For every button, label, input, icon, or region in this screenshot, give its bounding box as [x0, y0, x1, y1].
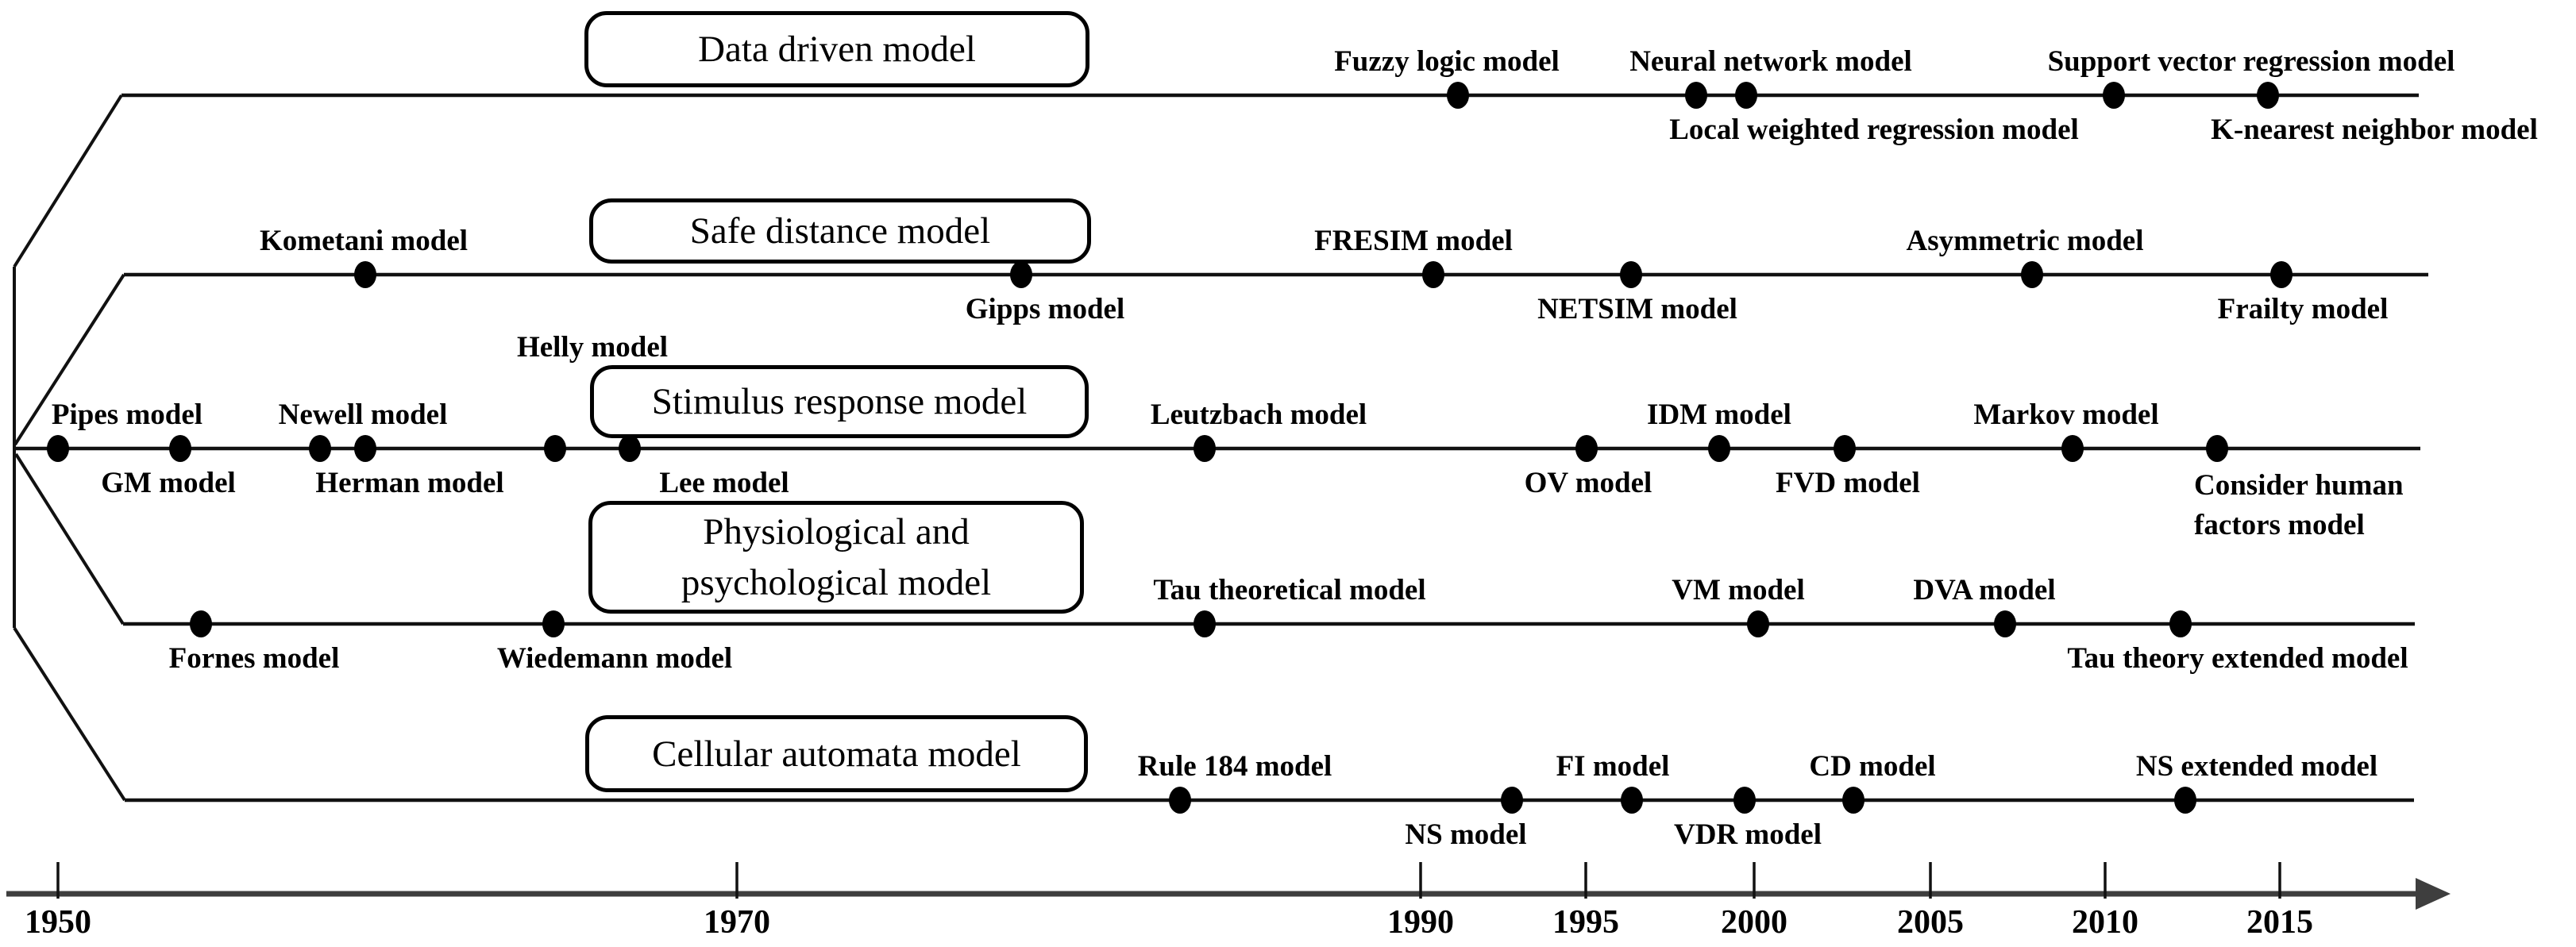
lee-model-label: Lee model [659, 467, 789, 499]
support-vector-regression-model-label: Support vector regression model [2047, 45, 2455, 78]
leutzbach-model-dot [1194, 435, 1216, 462]
frailty-model-label: Frailty model [2217, 293, 2389, 325]
gm-model-label: GM model [101, 467, 236, 499]
vm-model-dot [1747, 610, 1769, 637]
herman-model-dot [354, 435, 376, 462]
physiological-psychological-box-label-line: Physiological and [703, 511, 970, 552]
fi-model-dot [1621, 787, 1643, 814]
markov-model-dot [2061, 435, 2084, 462]
stimulus-response-box: Stimulus response model [590, 365, 1089, 438]
axis-year-2010: 2010 [2072, 904, 2138, 941]
dva-model-label: DVA model [1913, 574, 2056, 606]
pipes-model-dot [47, 435, 69, 462]
local-weighted-regression-model-dot [1735, 82, 1757, 109]
physiological-psychological-box-label-line: psychological model [681, 562, 992, 603]
consider-human-factors-model-dot [2206, 435, 2228, 462]
ns-model-dot [1501, 787, 1523, 814]
frailty-model-dot [2270, 261, 2293, 288]
gm-model-dot [169, 435, 191, 462]
kometani-model-label: Kometani model [259, 225, 469, 257]
physiological-psychological-box: Physiological and psychological model [588, 501, 1084, 614]
cellular-automata-box-label-line: Cellular automata model [652, 733, 1021, 775]
fornes-model-label: Fornes model [168, 642, 340, 675]
ov-model-dot [1575, 435, 1598, 462]
local-weighted-regression-model-label: Local weighted regression model [1669, 114, 2079, 146]
branch-connector-3 [14, 452, 125, 626]
branch-connector-4 [13, 626, 126, 802]
axis-year-2000: 2000 [1721, 904, 1787, 941]
ov-model-label: OV model [1524, 467, 1652, 499]
cellular-automata-box: Cellular automata model [585, 715, 1088, 792]
kometani-model-dot [354, 261, 376, 288]
tau-theory-extended-model-label: Tau theory extended model [2067, 642, 2408, 675]
markov-model-label: Markov model [1973, 398, 2159, 431]
leutzbach-model-label: Leutzbach model [1150, 398, 1367, 431]
fuzzy-logic-model-label: Fuzzy logic model [1334, 45, 1560, 78]
ns-model-label: NS model [1405, 818, 1527, 851]
axis-year-1950: 1950 [25, 904, 91, 941]
fornes-model-dot [190, 610, 212, 637]
data-driven-box-label-line: Data driven model [698, 29, 976, 70]
fuzzy-logic-model-dot [1447, 82, 1469, 109]
fresim-model-dot [1422, 261, 1444, 288]
asymmetric-model-label: Asymmetric model [1906, 225, 2144, 257]
gipps-model-dot [1010, 261, 1032, 288]
cd-model-label: CD model [1809, 750, 1936, 783]
axis-year-2015: 2015 [2246, 904, 2313, 941]
vdr-model-label: VDR model [1673, 818, 1822, 851]
tau-theoretical-model-dot [1194, 610, 1216, 637]
helly-model-dot [544, 435, 566, 462]
data-driven-box: Data driven model [584, 11, 1089, 87]
fvd-model-dot [1834, 435, 1856, 462]
k-nearest-neighbor-model-label: K-nearest neighbor model [2211, 114, 2538, 146]
rule-184-model-label: Rule 184 model [1137, 750, 1332, 783]
dva-model-dot [1994, 610, 2016, 637]
herman-model-label: Herman model [315, 467, 504, 499]
idm-model-label: IDM model [1647, 398, 1791, 431]
netsim-model-dot [1620, 261, 1642, 288]
wiedemann-model-dot [542, 610, 565, 637]
safe-distance-box: Safe distance model [589, 198, 1091, 264]
fresim-model-label: FRESIM model [1314, 225, 1513, 257]
axis-arrowhead [2416, 878, 2451, 910]
netsim-model-label: NETSIM model [1537, 293, 1737, 325]
neural-network-model-dot [1685, 82, 1707, 109]
consider-human-factors-model-label-line: Consider human [2194, 469, 2404, 502]
vdr-model-dot [1733, 787, 1756, 814]
idm-model-dot [1708, 435, 1730, 462]
k-nearest-neighbor-model-dot [2257, 82, 2279, 109]
vm-model-label: VM model [1672, 574, 1805, 606]
fi-model-label: FI model [1556, 750, 1670, 783]
stimulus-response-box-label-line: Stimulus response model [651, 381, 1028, 422]
branch-connector-1 [13, 94, 123, 268]
axis-year-1970: 1970 [704, 904, 770, 941]
pipes-model-label: Pipes model [51, 398, 203, 431]
cd-model-dot [1842, 787, 1865, 814]
branch-connector-2 [13, 273, 125, 446]
axis-year-1995: 1995 [1552, 904, 1619, 941]
axis-year-2005: 2005 [1897, 904, 1964, 941]
helly-model-label: Helly model [516, 331, 669, 364]
consider-human-factors-model-label: Consider human factors model [2194, 466, 2404, 545]
tau-theoretical-model-label: Tau theoretical model [1153, 574, 1426, 606]
fvd-model-label: FVD model [1776, 467, 1920, 499]
tau-theory-extended-model-dot [2169, 610, 2192, 637]
newell-model-label: Newell model [278, 398, 448, 431]
rule-184-model-dot [1169, 787, 1191, 814]
ns-extended-model-label: NS extended model [2135, 750, 2378, 783]
consider-human-factors-model-label-line: factors model [2194, 509, 2365, 541]
wiedemann-model-label: Wiedemann model [496, 642, 733, 675]
lee-model-dot [619, 435, 641, 462]
ns-extended-model-dot [2174, 787, 2196, 814]
newell-model-dot [309, 435, 331, 462]
gipps-model-label: Gipps model [965, 293, 1125, 325]
axis-year-1990: 1990 [1387, 904, 1454, 941]
neural-network-model-label: Neural network model [1629, 45, 1912, 78]
support-vector-regression-model-dot [2103, 82, 2125, 109]
asymmetric-model-dot [2021, 261, 2043, 288]
safe-distance-box-label-line: Safe distance model [689, 210, 991, 252]
